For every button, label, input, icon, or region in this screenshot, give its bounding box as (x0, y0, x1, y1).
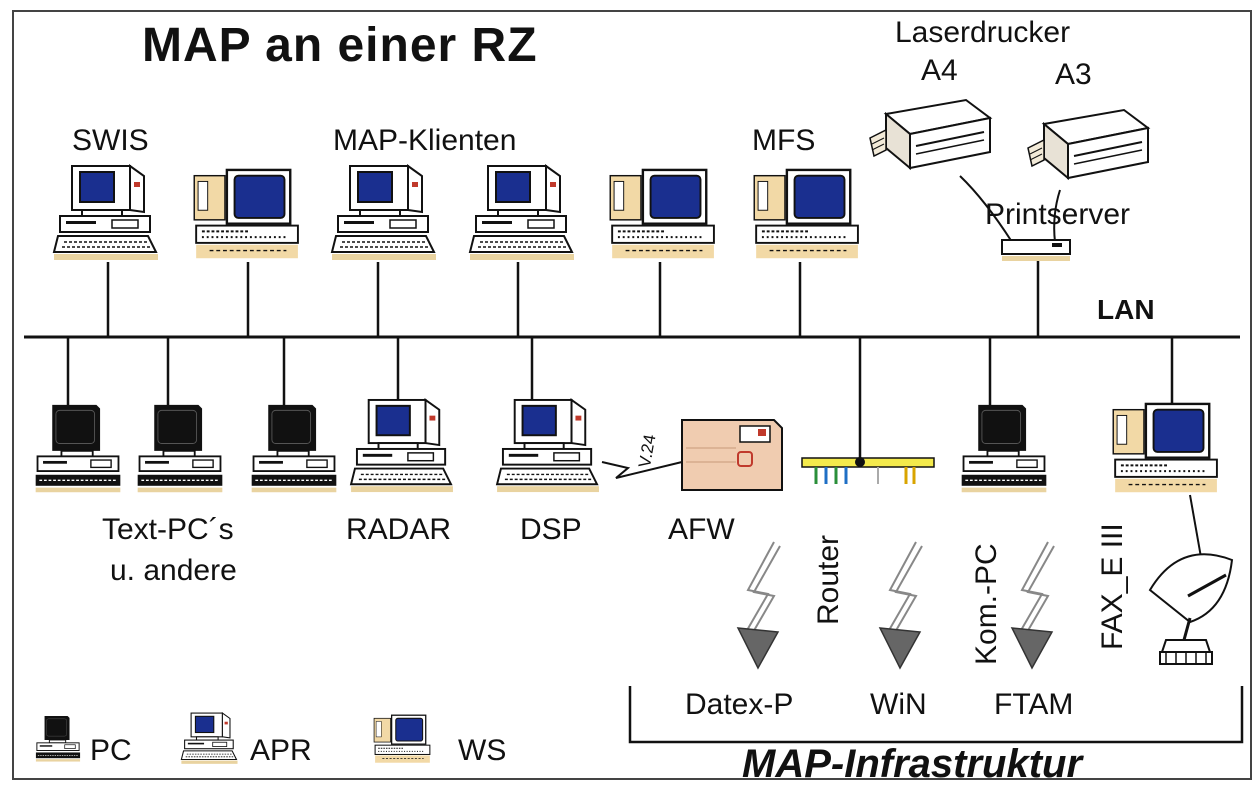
radio-link-win-icon (879, 541, 923, 669)
text-pcs-label: Text-PC´s (102, 513, 234, 546)
fax-label: FAX_E III (1096, 523, 1129, 650)
radio-link-ftam-icon (1011, 541, 1055, 669)
printer-a3-label: A3 (1055, 58, 1092, 91)
radar-label: RADAR (346, 513, 452, 546)
text-pc-icon-3 (250, 403, 338, 494)
afw-label: AFW (668, 513, 735, 546)
legend-apr-icon (180, 712, 239, 765)
swis-label: SWIS (72, 124, 149, 157)
ws-workstation-icon-2 (608, 168, 716, 260)
top-connections (106, 258, 1040, 337)
map-clients-label: MAP-Klienten (333, 124, 517, 157)
map-client-icon-2 (469, 165, 575, 261)
ws-workstation-icon-1 (192, 168, 300, 260)
v24-serial-link (601, 461, 683, 479)
legend-ws-label: WS (458, 734, 507, 767)
ftam-label: FTAM (994, 688, 1074, 721)
diagram-title: MAP an einer RZ (142, 19, 538, 72)
text-pc-icon-2 (136, 403, 224, 494)
lan-label: LAN (1097, 294, 1155, 325)
infrastructure-bracket (628, 686, 1244, 744)
router-icon (801, 457, 935, 484)
radio-link-datex-icon (737, 541, 781, 669)
fax-workstation-icon (1111, 402, 1219, 494)
kom-pc-icon (960, 403, 1048, 494)
legend-apr-label: APR (250, 734, 312, 767)
printserver-icon (1001, 239, 1071, 261)
dsp-workstation-icon (496, 398, 600, 494)
datex-p-label: Datex-P (685, 688, 794, 721)
printserver-label: Printserver (985, 198, 1131, 231)
bottom-connections (66, 337, 1174, 462)
swis-workstation-icon (53, 165, 159, 261)
text-pcs-label-line2: u. andere (110, 554, 237, 587)
legend-ws-icon (373, 714, 431, 764)
printer-a4-label: A4 (921, 54, 958, 87)
text-pc-icon-1 (34, 403, 122, 494)
win-label: WiN (870, 688, 927, 721)
laser-printer-a3-icon (1027, 109, 1149, 179)
printers-label: Laserdrucker (895, 16, 1071, 49)
router-label: Router (812, 534, 845, 625)
infrastructure-label: MAP-Infrastruktur (742, 742, 1083, 786)
radar-workstation-icon (350, 398, 454, 494)
mfs-label: MFS (752, 124, 816, 157)
legend-pc-icon (35, 715, 81, 763)
diagram-frame (12, 10, 1252, 780)
dsp-label: DSP (520, 513, 582, 546)
legend-pc-label: PC (90, 734, 132, 767)
satellite-dish-icon (1148, 553, 1234, 665)
kom-pc-label: Kom.-PC (970, 543, 1003, 665)
afw-modem-icon (681, 419, 783, 491)
mfs-workstation-icon (752, 168, 860, 260)
map-client-icon-1 (331, 165, 437, 261)
printer-cables (959, 175, 1061, 243)
laser-printer-a4-icon (869, 99, 991, 169)
